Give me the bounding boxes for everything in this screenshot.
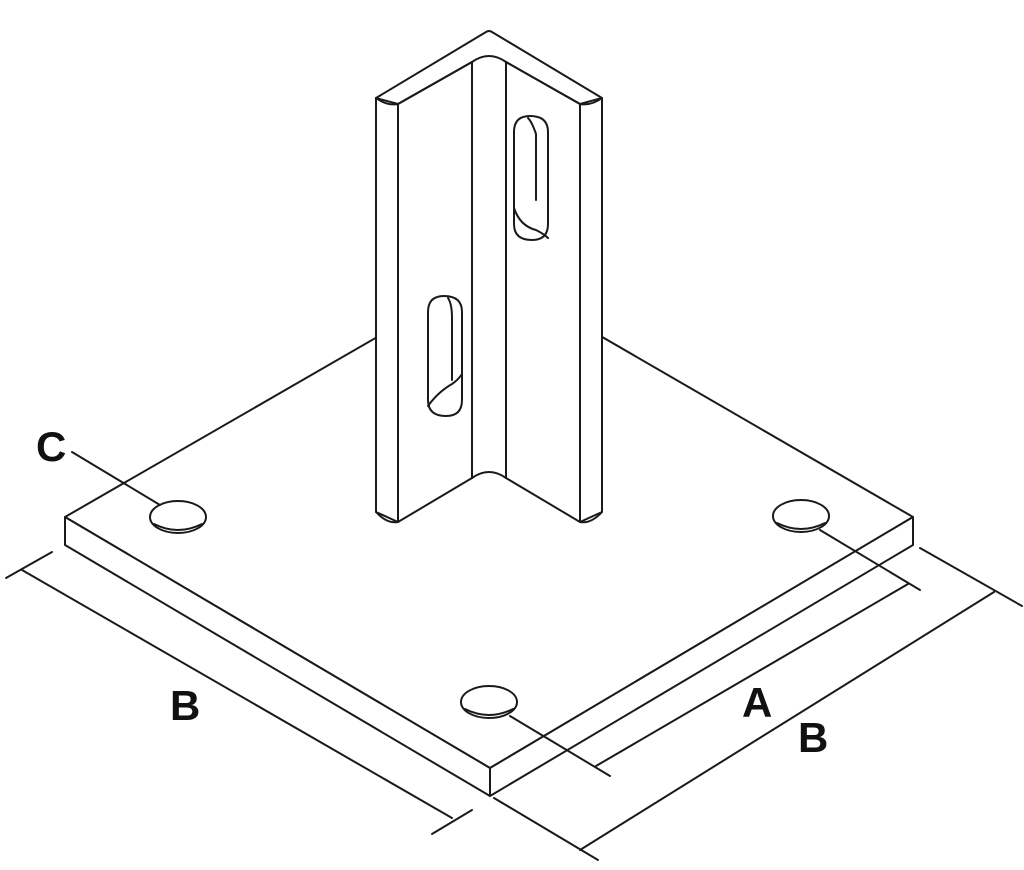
dimension-labels: C B A B xyxy=(36,423,828,761)
label-b-right: B xyxy=(798,714,828,761)
post-corner-fillet xyxy=(471,55,507,479)
post-slot-lower xyxy=(427,295,463,417)
mounting-holes xyxy=(149,499,830,719)
post-slot-upper xyxy=(513,115,549,241)
label-a: A xyxy=(742,679,772,726)
base-plate xyxy=(64,271,914,797)
dimension-lines xyxy=(5,451,1023,861)
post-right-flange-face xyxy=(579,97,603,523)
plate-right-edge xyxy=(489,516,914,797)
angle-post xyxy=(375,30,603,524)
post-left-inner-face xyxy=(397,61,473,523)
hole-left xyxy=(149,500,207,534)
label-b-left: B xyxy=(170,682,200,729)
hole-front xyxy=(460,685,518,719)
post-left-flange-face xyxy=(375,97,399,523)
post-top-outline xyxy=(375,30,603,99)
hole-right xyxy=(772,499,830,533)
label-c: C xyxy=(36,423,66,470)
